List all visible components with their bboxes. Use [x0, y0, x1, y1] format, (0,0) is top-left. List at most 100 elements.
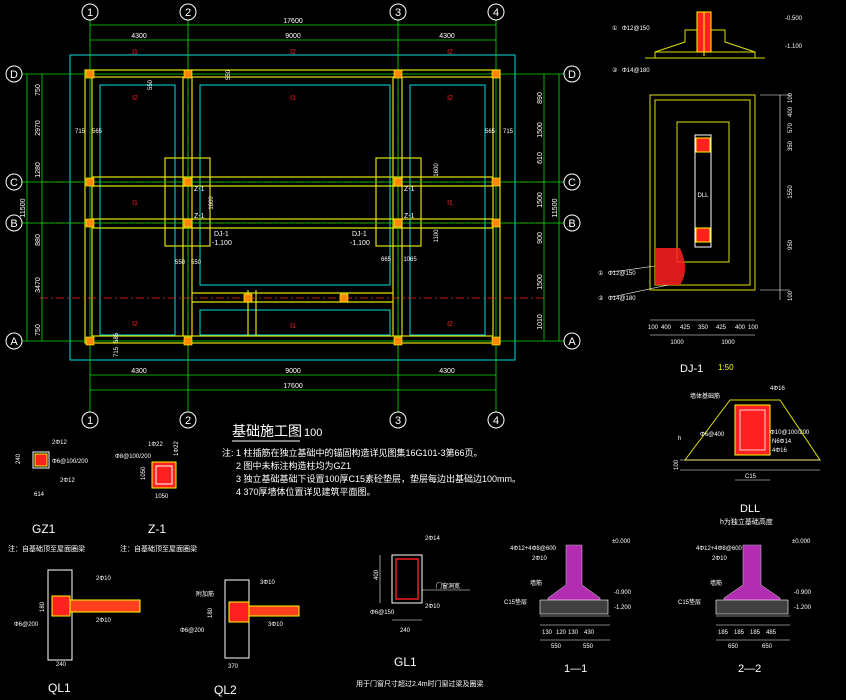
- column-markers: [85, 69, 501, 346]
- dj1-pier-end: [695, 227, 711, 243]
- note-item-2: 2 图中未标注构造柱均为GZ1: [236, 460, 351, 471]
- dll-h: h: [678, 436, 681, 442]
- ql1-label-bottom: 2Φ10: [96, 618, 111, 624]
- z1-dim-side: 1050: [141, 466, 147, 480]
- note-item-4: 4 370厚墙体位置详见建筑平面图。: [236, 486, 376, 497]
- ql1-title: QL1: [48, 681, 71, 695]
- gz1-stirrup: Φ6@100/200: [52, 459, 89, 465]
- s11-dim: 130: [542, 630, 553, 636]
- s22-title: 2—2: [738, 663, 761, 675]
- dj1-plan-rebar-circle-2: ②: [598, 295, 604, 302]
- axis-label-top-1: 1: [87, 7, 93, 19]
- gl1-caption: 用于门窗尺寸超过2.4m时门窗过梁及圈梁: [356, 679, 484, 688]
- gz1-note: 注：自基础顶至屋面圈梁: [8, 544, 85, 553]
- wall-label-i2: I2: [447, 95, 453, 102]
- dj1-elev-top: -0.500: [785, 16, 803, 22]
- dll-title: DLL: [740, 503, 760, 515]
- dll-top-rebar: 4Φ16: [770, 386, 785, 392]
- dj1-pier-end: [695, 137, 711, 153]
- ql2-label-bottom: 3Φ10: [268, 622, 283, 628]
- s11-pad: [539, 599, 609, 615]
- s22-dim: 650: [762, 644, 773, 650]
- wall-label-i2: I2: [447, 321, 453, 328]
- ql1-wall: [47, 569, 73, 661]
- axis-label-left-D: D: [10, 69, 18, 81]
- dim-right-2: 1500: [537, 122, 544, 138]
- dim-left-3: 1280: [35, 162, 42, 178]
- grid-lines: [20, 20, 564, 412]
- s11-dim: 550: [551, 644, 562, 650]
- s11-title: 1—1: [564, 663, 587, 675]
- dj1-dim-bottom: 100: [648, 325, 659, 331]
- wall-label-i2: I2: [290, 49, 296, 56]
- axis-label-left-A: A: [10, 336, 18, 348]
- s22-pad: [715, 599, 789, 615]
- dj1-dim-bottom: 425: [716, 325, 727, 331]
- dim-left-2: 2970: [35, 120, 42, 136]
- s22-elev-1: -0.900: [794, 590, 812, 596]
- gz1-title: GZ1: [32, 522, 56, 536]
- s11-dim: 130: [568, 630, 579, 636]
- s11-dim: 430: [584, 630, 595, 636]
- gl1-label-opening: 门窗洞宽: [436, 582, 460, 590]
- gl1-dim-h: 400: [374, 569, 380, 580]
- ql1-detail: 2Φ10 Φ6@200 2Φ10 240 180 QL1: [14, 569, 141, 695]
- ql2-beam: [228, 601, 250, 623]
- axis-label-right-A: A: [568, 336, 576, 348]
- s11-elev-1: -0.900: [614, 590, 632, 596]
- dim-left-1: 750: [35, 84, 42, 96]
- axis-label-bottom-1: 1: [87, 415, 93, 427]
- dim-right-5: 900: [537, 232, 544, 244]
- gl1-detail: 2Φ14 Φ6@150 2Φ10 门窗洞宽 400 240 GL1 用于门窗尺寸…: [356, 536, 484, 688]
- dim-fragment: 715: [114, 346, 120, 357]
- dim-right-4: 1500: [537, 192, 544, 208]
- dim-left-5: 3470: [35, 277, 42, 293]
- s11-elev-2: -1.200: [614, 605, 632, 611]
- axis-label-bottom-3: 3: [395, 415, 401, 427]
- axis-label-top-2: 2: [185, 7, 191, 19]
- dj1-dim-right: 400: [788, 106, 794, 117]
- gz1-section: [32, 451, 50, 469]
- axis-label-left-B: B: [10, 218, 17, 230]
- plan-title: 基础施工图 100: [232, 423, 322, 442]
- dim-top-span-2: 9000: [285, 33, 301, 40]
- dim-right-7: 1010: [537, 314, 544, 330]
- dim-fragment: 1600: [434, 163, 440, 177]
- wall-label-i1: I1: [132, 200, 138, 207]
- dim-fragment: 550: [148, 79, 154, 90]
- dj1-plan: [649, 94, 756, 291]
- gl1-dim-w: 240: [400, 628, 411, 634]
- gl1-label-bottom: 2Φ10: [425, 604, 440, 610]
- dim-fragment: 1600: [209, 196, 215, 210]
- axis-label-bottom-4: 4: [493, 415, 499, 427]
- dj1-dim-right: 570: [788, 122, 794, 133]
- dj1-dim-bottom: 100: [748, 325, 759, 331]
- dim-left-total: 11500: [20, 198, 27, 217]
- dll-section: [734, 404, 771, 456]
- dim-left-6: 750: [35, 324, 42, 336]
- ql2-dim-h: 180: [208, 607, 214, 618]
- wall-label-i2: I2: [447, 49, 453, 56]
- dj1-elev-bottom: -1.100: [785, 44, 803, 50]
- wall-label-i1: I1: [290, 95, 296, 102]
- dj1-detail: -0.500 -1.100 ① Φ12@150 ② Φ14@180 DLL: [598, 11, 803, 375]
- dj1-dim-bottom: 350: [698, 325, 709, 331]
- dj1-pier: [694, 134, 712, 248]
- gl1-section: [391, 554, 423, 604]
- dim-fragment: 715: [75, 129, 86, 135]
- s11-label-beam: 2Φ10: [532, 556, 547, 562]
- z1-dim-top: 1Φ22: [148, 442, 163, 448]
- dim-bottom-span-3: 4300: [439, 368, 455, 375]
- ql1-label-stirrup: Φ6@200: [14, 622, 39, 628]
- gl1-label-top: 2Φ14: [425, 536, 440, 542]
- wall-label-i2: I2: [132, 321, 138, 328]
- footing-label-dj1: DJ-1: [352, 231, 367, 238]
- dim-fragment: 550: [226, 69, 232, 80]
- axis-label-right-D: D: [568, 69, 576, 81]
- dll-caption: h为独立基础高度: [720, 517, 773, 526]
- note-item-1: 1 柱插筋在独立基础中的锚固构造详见图集16G101-3第66页。: [236, 447, 483, 458]
- s22-label-pad: C15垫层: [678, 598, 701, 606]
- grid-bubbles: [5, 3, 581, 429]
- ql1-label-top: 2Φ10: [96, 576, 111, 582]
- dim-bottom-span-2: 9000: [285, 368, 301, 375]
